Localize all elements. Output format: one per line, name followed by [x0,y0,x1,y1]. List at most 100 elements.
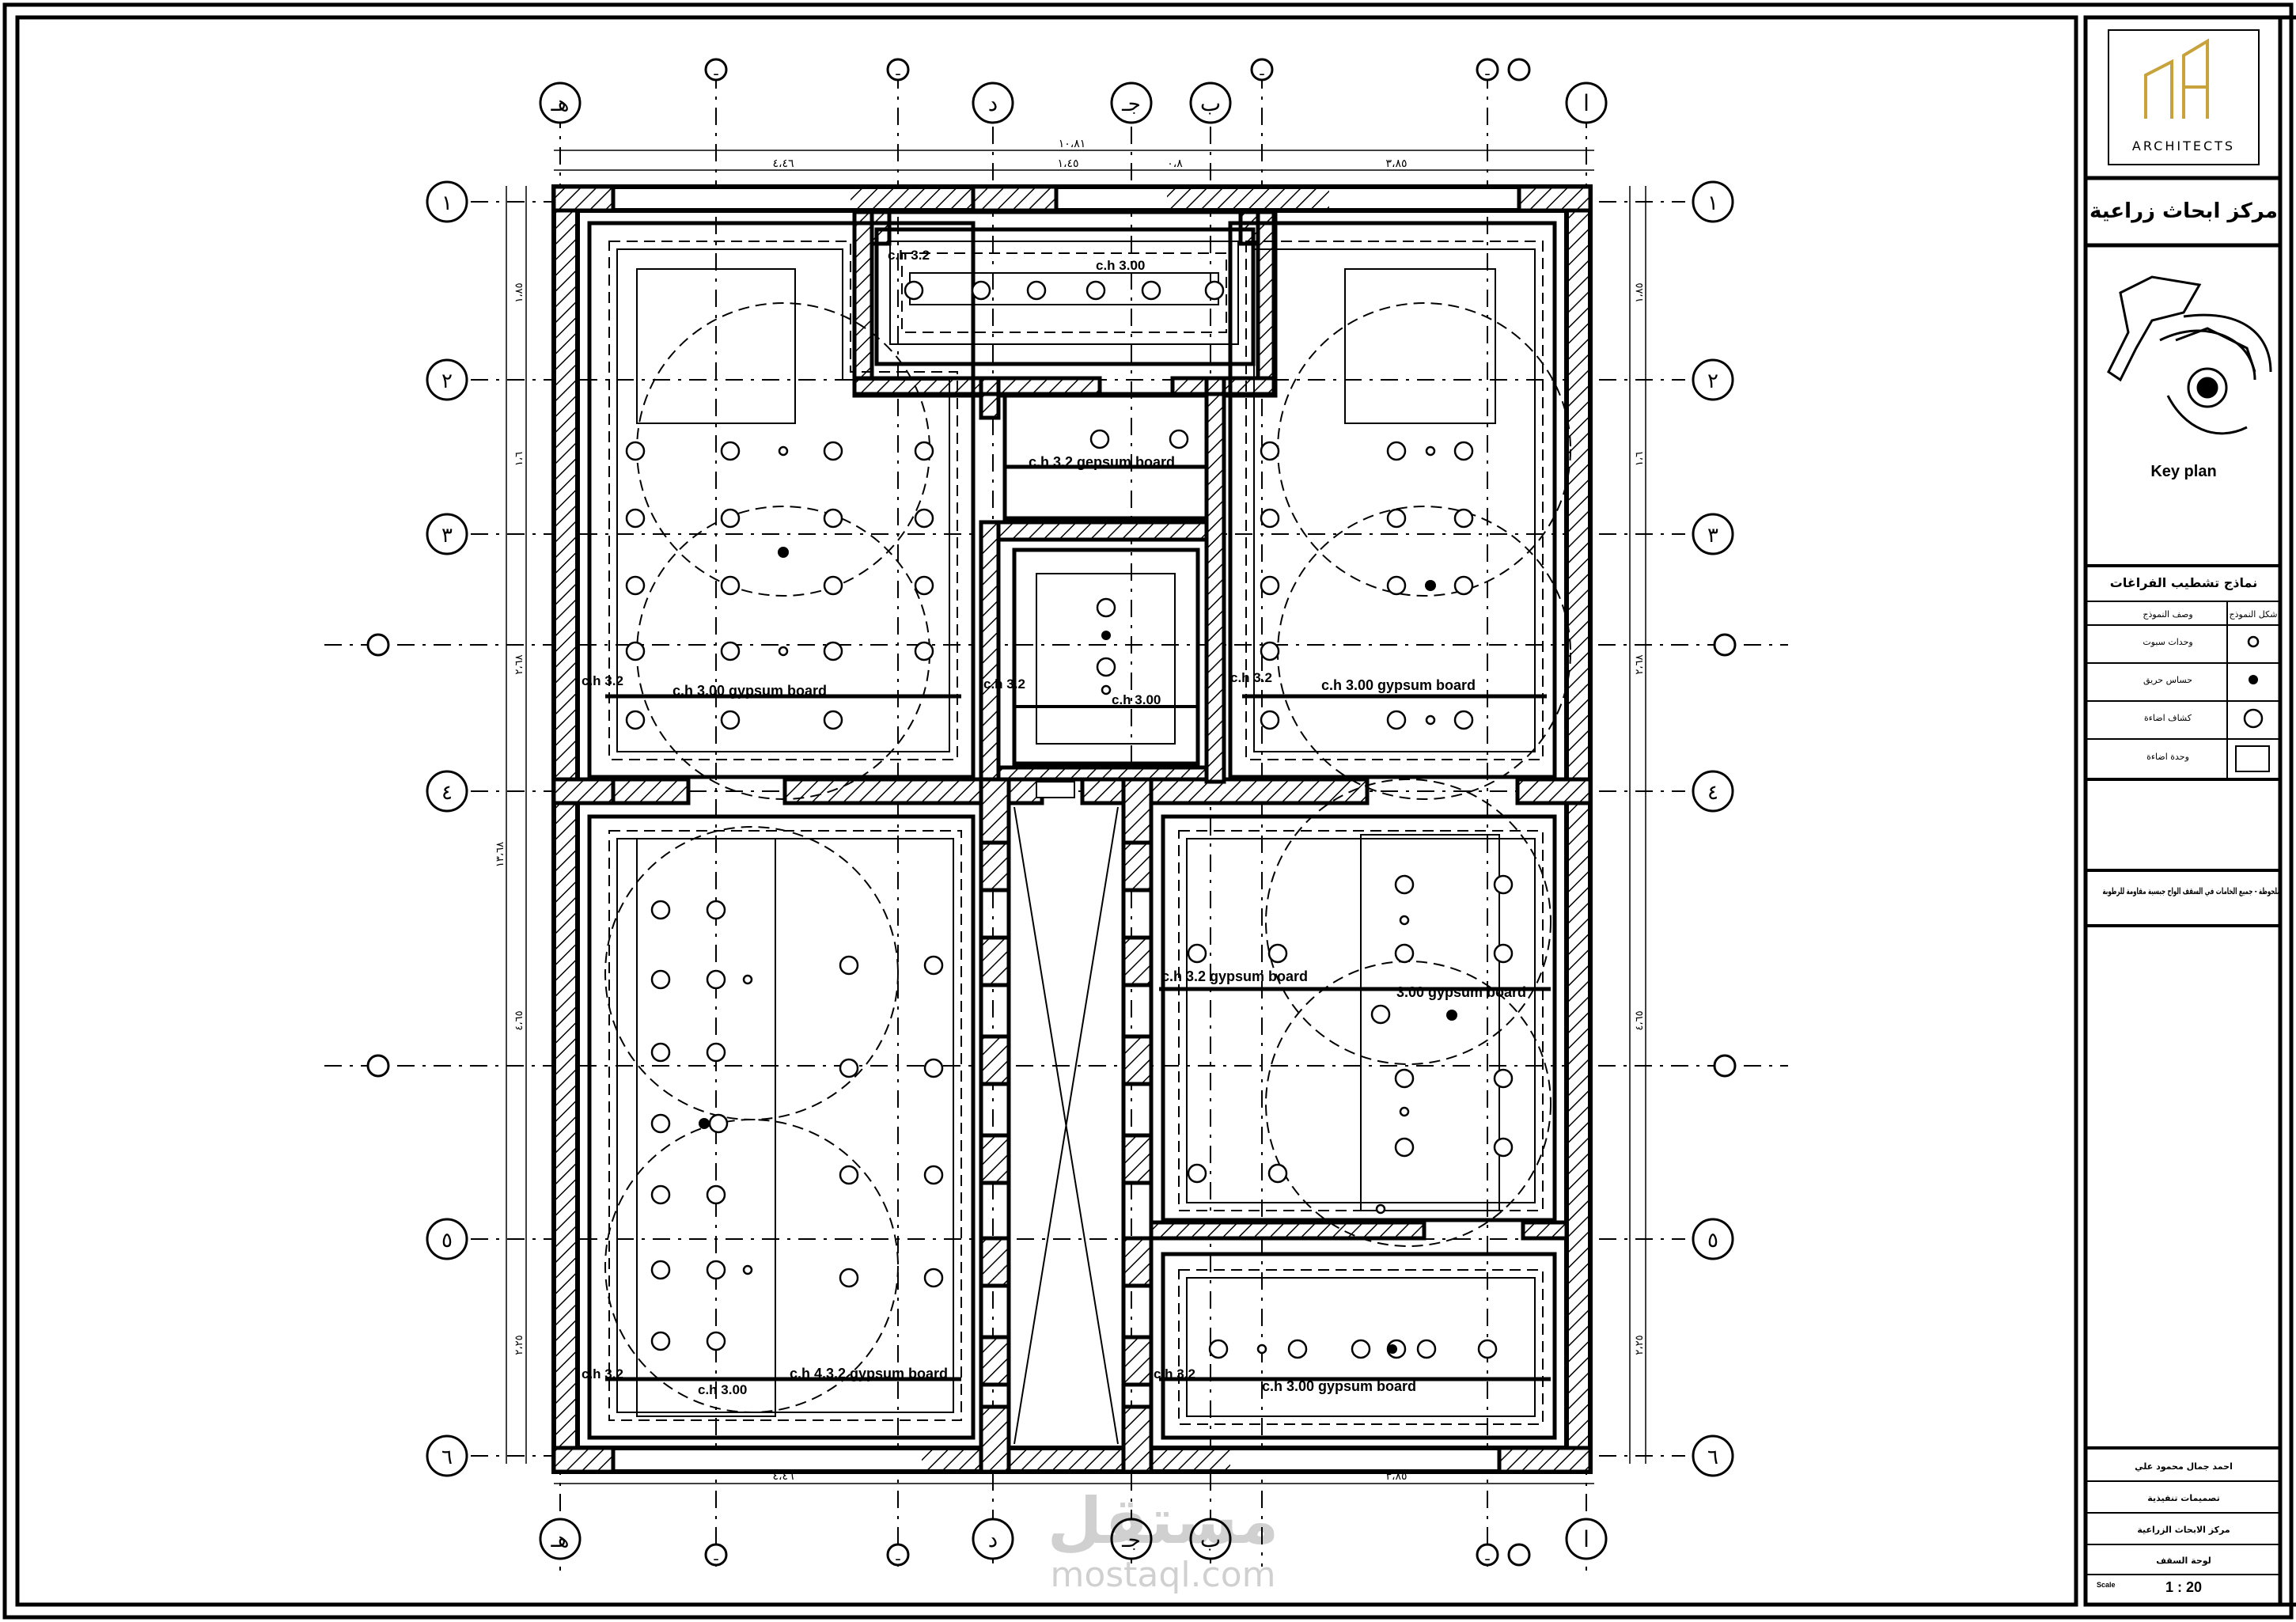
dim-left: ٢،٢٥ [513,1335,525,1355]
grid-label: ب [1200,1526,1221,1552]
grid-label: جـ [1121,1529,1141,1552]
project-name-footer: مركز الابحاث الزراعية [2137,1525,2230,1535]
inner-border [15,15,2078,1607]
key-plan-sketch [2107,275,2272,435]
firm-logo [2108,29,2260,165]
legend-row-label: وحدات سبوت [2143,637,2192,647]
grid-label: ـ [1484,63,1490,79]
grid-label: ٤ [1707,781,1718,805]
dim-left: ١،٦ [513,452,525,466]
ceiling-label: c.h 3.00 gypsum board [1321,677,1476,693]
grid-label: ٦ [441,1446,453,1469]
grid-label: ٥ [1707,1229,1718,1253]
logo-mark-icon [2144,38,2209,119]
ceiling-label: c.h 3.00 [1112,692,1161,707]
grid-label: ١ [1707,191,1718,215]
designer-name: احمد جمال محمود علي [2135,1461,2233,1472]
grid-label: ١ [441,191,453,215]
ceiling-label: c.h 4.3.2 gypsum board [790,1366,948,1381]
walls [551,184,1593,1474]
grid-label: ـ [895,63,900,79]
spotlight-icon [2243,708,2264,729]
legend-header-desc: وصف النموذج [2143,609,2192,620]
grid-label: ٤ [441,781,453,805]
watermark-site: mostaql.com [1050,1555,1275,1595]
title-block: ARCHITECTS مركز ابحاث زراعية Key plan نم… [2083,15,2283,1607]
ceiling-label: c.h 3.2 [1230,670,1272,685]
ceiling-label: c.h 3.2 [1154,1366,1195,1381]
ceiling-label: c.h 3.2 [888,248,930,263]
dim-top: ٣،٨٥ [1385,157,1407,170]
dim-top: ٤،٤٦ [772,157,794,170]
legend-title: نماذج تشطيب الفراغات [2110,575,2257,590]
general-note: ملحوظة - جميع الخامات في السقف الواح جبس… [2103,886,2281,896]
watermark: مستقل mostaql.com [1048,1484,1279,1595]
overall-width-dim: ١٠،٨١ [1059,138,1086,150]
ceiling-label: c.h 3.00 gypsum board [1262,1378,1416,1394]
grid-label: د [988,90,998,116]
firm-name: ARCHITECTS [2132,138,2235,153]
grid-label: جـ [1121,93,1141,116]
dimension-lines: ١٠،٨١ ٤،٤٦ ١،٤٥ ٠،٨ ٣،٨٥ ٤،٤٦ ٣،٨٥ ١،٨٥ … [494,138,1646,1484]
ceiling-outlines [605,241,1551,1425]
grid-label: ٣ [441,524,453,548]
grid-label: ـ [713,1548,718,1564]
grid-label: هـ [551,1526,570,1552]
legend-header-symbol: شكل النموذج [2230,609,2278,620]
grid-label: هـ [551,90,570,116]
sheet-name: لوحة السقف [2156,1556,2211,1566]
dim-top: ٠،٨ [1167,157,1183,170]
grid-label: ٦ [1707,1446,1718,1469]
project-title: مركز ابحاث زراعية [2090,199,2278,223]
dim-left: ١،٨٥ [513,282,525,302]
ceiling-label: c.h 3.00 gypsum board [673,683,827,699]
dim-right: ٤،٦٥ [1634,1010,1646,1030]
dim-top: ١،٤٥ [1057,157,1078,170]
ceiling-height-labels: c.h 3.2 c.h 3.00 c.h 3.2 gepsum board c.… [582,248,1526,1397]
dim-right: ٢،٦٨ [1634,654,1646,674]
ceiling-label: c.h 3.2 [582,673,623,688]
key-plan-label: Key plan [2150,463,2216,480]
grid-label: ٣ [1707,524,1718,548]
dim-left: ٢،٦٨ [513,654,525,674]
light-unit-icon [2235,745,2270,772]
legend-row-label: وحدة اضاءة [2146,752,2189,762]
grid-label: ٢ [1707,369,1718,393]
watermark-logo: مستقل [1048,1484,1279,1558]
ceiling-label: c.h 3.2 gypsum board [1161,968,1308,984]
fire-sensor-icon [2249,675,2258,684]
ceiling-label: c.h 3.2 [983,676,1025,692]
grid-label: ـ [895,1548,900,1564]
grid-label: ٥ [441,1229,453,1253]
open-to-below-cross [1013,781,1119,1445]
drawing-stage: تصميمات تنفيذية [2147,1493,2219,1503]
ceiling-label: c.h 3.2 gepsum board [1029,454,1175,470]
grid-label: ا [1583,1526,1589,1552]
ceiling-label: c.h 3.00 [1096,258,1145,273]
light-fixtures [625,280,1514,1359]
grid-label: د [988,1526,998,1552]
grid-bubbles: هـ ـ ـ د جـ ب ـ ـ ا هـ ـ ـ د جـ ب ـ ا ١ … [366,58,1737,1567]
grid-label: ـ [1484,1548,1490,1564]
dim-left-overall: ١٣،٦٨ [494,842,506,867]
dim-right: ١،٦ [1634,452,1646,466]
grid-label: ب [1200,90,1221,116]
ceiling-label: c.h 3.2 [582,1366,623,1381]
grid-label: ـ [1259,63,1264,79]
dim-right: ٢،٢٥ [1634,1335,1646,1355]
grid-label: ٢ [441,369,453,393]
grid-label: ا [1583,90,1589,116]
grid-label: ـ [713,63,718,79]
scale-label: Scale [2097,1581,2116,1589]
scale-value: 1 : 20 [2165,1579,2202,1595]
legend-row-label: حساس حريق [2143,675,2192,686]
corridor-columns [979,840,1154,1387]
ceiling-label: 3.00 gypsum board [1396,984,1526,1000]
spot-unit-icon [2247,635,2260,648]
ceiling-label: c.h 3.00 [698,1382,747,1397]
dim-right: ١،٨٥ [1634,282,1646,302]
legend-row-label: كشاف اضاءة [2144,713,2192,723]
dim-left: ٤،٦٥ [513,1010,525,1030]
